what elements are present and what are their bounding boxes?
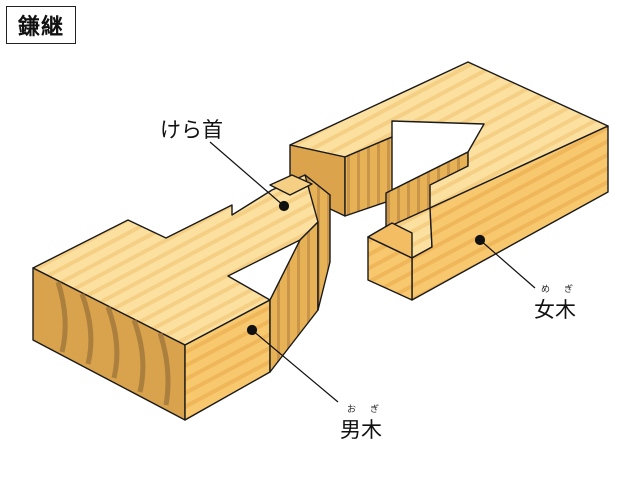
female-wood-label: 女木 (534, 298, 576, 322)
female-wood-piece (289, 61, 609, 301)
female-wood-leader-line (479, 239, 536, 289)
end-grain-rings (55, 281, 171, 406)
male-wood-leader-dot (246, 324, 258, 336)
female-wood-leader-dot (474, 234, 486, 246)
leader-lines (209, 141, 536, 403)
male-wood-label: 男木 (340, 418, 382, 442)
male-wood-leader-line (251, 329, 339, 403)
neck-leader-dot (278, 200, 290, 212)
female-wood-step-face (367, 222, 413, 259)
neck-leader-line (209, 141, 285, 207)
male-wood-piece (32, 174, 331, 421)
diagram-title: 鎌継 (6, 6, 76, 44)
male-wood-neck-block (269, 174, 313, 196)
female-wood-ruby-me: め (541, 285, 551, 295)
neck-label: けら首 (160, 118, 223, 142)
male-wood-ruby-gi: ぎ (370, 405, 380, 415)
male-wood-hook-tip-face (304, 174, 331, 311)
male-wood-ruby-o: お (347, 405, 357, 415)
female-wood-ruby-gi: ぎ (564, 285, 574, 295)
